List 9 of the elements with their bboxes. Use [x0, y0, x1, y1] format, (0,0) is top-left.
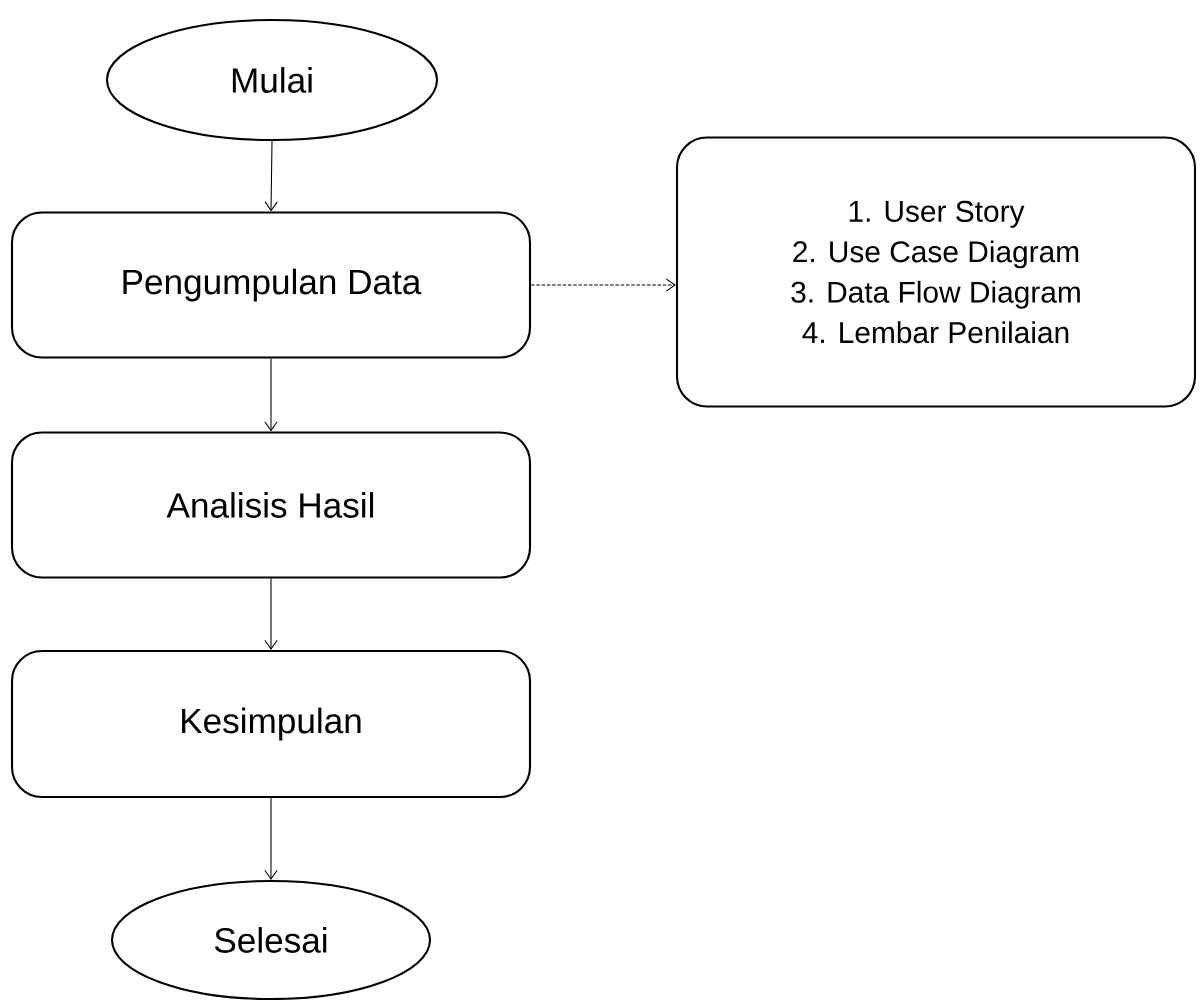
list-box: 1. User Story 2. Use Case Diagram 3. Data Flow Diagram 4. Lembar Penilaian — [675, 136, 1197, 408]
process-box: Analisis Hasil — [10, 431, 532, 579]
arrow — [264, 578, 278, 650]
arrow — [264, 797, 278, 880]
arrow — [264, 140, 278, 212]
arrow — [264, 358, 278, 432]
process-box: Kesimpulan — [10, 649, 532, 799]
arrow — [530, 278, 676, 292]
process-box: Pengumpulan Data — [10, 211, 532, 359]
